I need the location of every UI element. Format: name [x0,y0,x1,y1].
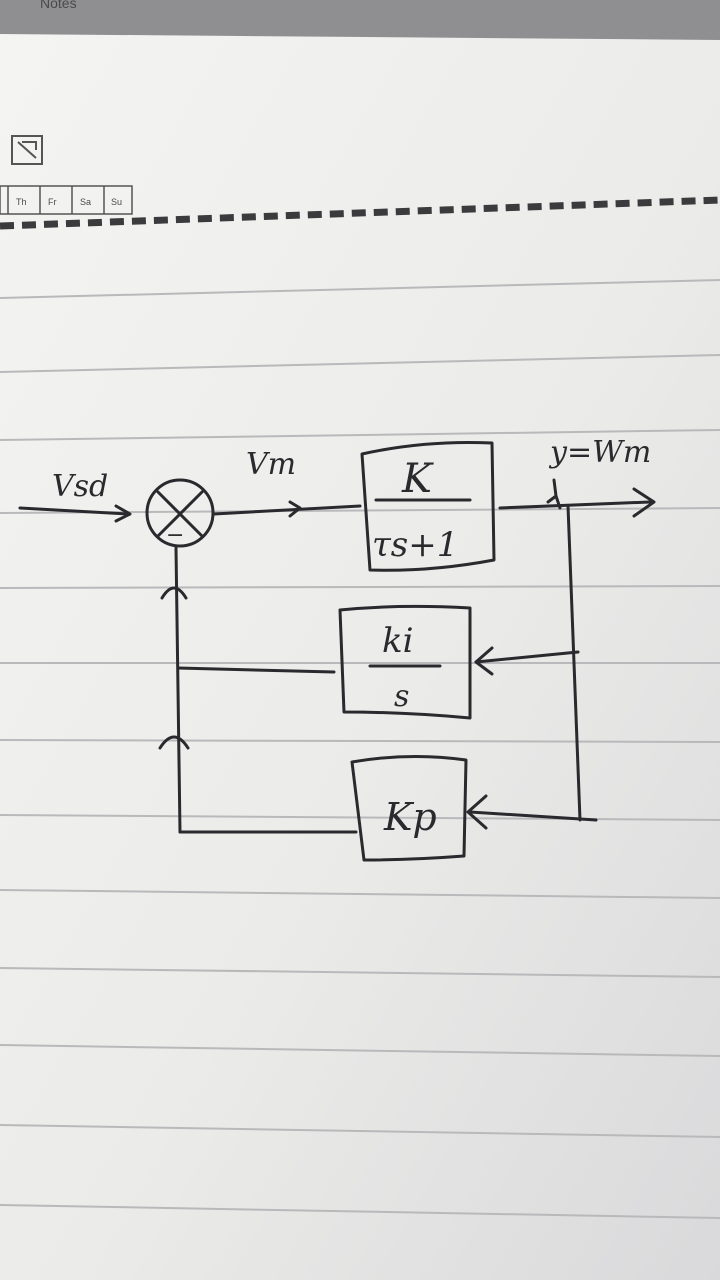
integral-block [338,604,472,720]
proportional-label: Kp [383,795,437,839]
planner-header: Th Fr Sa Su [0,135,133,215]
integral-numerator: ki [382,621,413,661]
return-line [174,546,182,834]
input-label: Vsd [52,469,108,504]
dashed-separator [0,196,720,230]
top-faint-text: Notes [40,0,77,11]
weekday-su: Su [111,197,122,207]
planner-icon [11,135,43,165]
weekday-th: Th [16,197,27,207]
output-feedback-line [566,504,582,822]
error-label: Vm [246,447,296,482]
plant-block [360,440,496,572]
proportional-block [350,754,468,862]
integral-feedback-arrow [474,650,580,664]
integral-output-line [176,666,336,674]
input-arrow [18,506,130,516]
output-label: y=Wm [548,435,651,470]
summing-minus-sign: − [166,523,184,548]
return-arrowhead-lower [158,735,190,750]
output-arrow [498,500,652,510]
error-arrow [212,504,362,516]
ruled-lines [0,279,720,1219]
integral-denominator: s [394,679,409,714]
return-arrowhead-upper [160,586,188,600]
proportional-feedback-arrow [468,810,598,822]
paper-page [0,34,720,1280]
plant-denominator: τs+1 [372,525,458,565]
block-diagram [18,440,656,862]
weekday-fr: Fr [48,197,57,207]
weekday-sa: Sa [80,197,91,207]
plant-numerator: K [401,456,434,502]
